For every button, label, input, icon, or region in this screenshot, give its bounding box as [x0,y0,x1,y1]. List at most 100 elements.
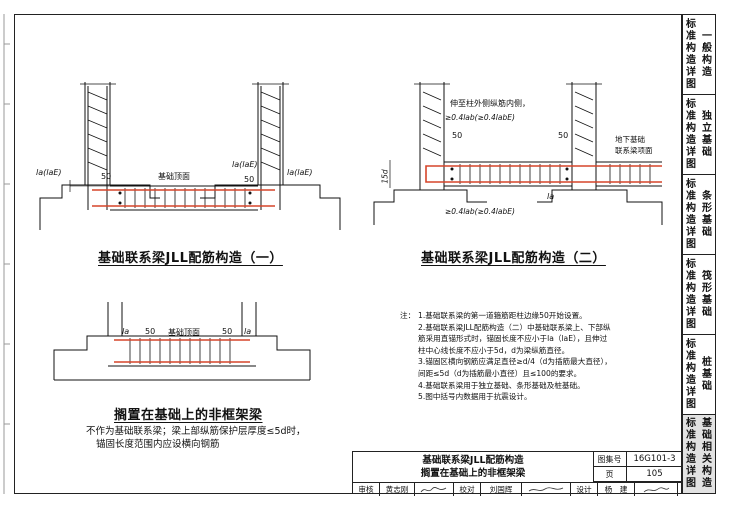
signature-row: 审核 黄志刚 校对 刘国辉 设计 杨 建 [353,482,683,496]
tab-left-text: 标准构造详图 [683,415,699,493]
tab-char: 构 [686,42,696,54]
detail-two-caption: 基础联系梁JLL配筋构造（二） [421,251,606,266]
tab-char: 构 [702,466,712,477]
tab-char: 标 [686,178,696,190]
tab-left-text: 标准构造详图 [683,95,699,174]
d2-label-50-left: 50 [452,131,463,140]
detail-three-caption: 搁置在基础上的非框架梁 [114,408,263,423]
tab-char: 准 [686,350,696,362]
tab-right-text: 条形基础 [699,175,715,254]
tab-char: 造 [686,214,696,226]
tab-char: 造 [702,66,712,78]
tab-general-construction[interactable]: 标准构造详图 一般构造 [683,15,715,95]
notes-heading: 注： [400,311,416,320]
design-label: 设计 [571,483,598,496]
d3-label-50-left: 50 [145,327,156,336]
tab-char: 图 [686,318,696,330]
tab-char: 图 [686,158,696,170]
detail-one-caption: 基础联系梁JLL配筋构造（一） [98,251,283,266]
tab-char: 造 [702,478,712,489]
notes-list: 1.基础联系梁的第一道箍筋距柱边缘50开始设置。 2.基础联系梁JLL配筋构造（… [400,310,670,403]
d3-label-50-right: 50 [222,327,233,336]
title-block: 基础联系梁JLL配筋构造 搁置在基础上的非框架梁 图集号 16G101-3 页 … [352,451,683,496]
detail-three-note-2: 锚固长度范围内应设横向钢筋 [96,439,220,450]
design-name: 杨 建 [598,483,635,496]
tab-left-text: 标准构造详图 [683,15,699,94]
tab-char: 关 [702,454,712,465]
tab-char: 构 [686,202,696,214]
d3-label-la-right: la [244,327,252,336]
tab-char: 础 [702,306,712,318]
d2-label-ge04-bottom: ≥0.4lab(≥0.4labE) [445,207,515,216]
tab-char: 图 [686,398,696,410]
d1-label-la-right2: la(laE) [287,168,313,177]
check-name: 刘国辉 [481,483,522,496]
review-name: 黄志刚 [380,483,415,496]
tab-char: 一 [702,30,712,42]
tab-char: 详 [686,66,696,78]
note-item: 2.基础联系梁JLL配筋构造（二）中基础联系梁上、下部纵 筋采用直锚形式时，锚固… [418,322,611,355]
tab-char: 标 [686,418,696,429]
check-signature [522,483,571,496]
tab-right-text: 筏形基础 [699,255,715,334]
tab-char: 构 [686,122,696,134]
title-block-title: 基础联系梁JLL配筋构造 搁置在基础上的非框架梁 [353,452,594,482]
page-number: 105 [627,467,683,482]
tab-char: 准 [686,110,696,122]
note-item: 3.锚固区横向钢筋应满足直径≥d/4（d为插筋最大直径）， 间距≤5d（d为插筋… [418,357,612,378]
tab-char: 准 [686,190,696,202]
tab-char: 础 [702,380,712,392]
tab-left-text: 标准构造详图 [683,255,699,334]
tab-char: 详 [686,466,696,477]
tab-foundation-related[interactable]: 标准构造详图 基础相关构造 [683,415,715,493]
d1-label-50-right: 50 [244,175,255,184]
tab-char: 准 [686,270,696,282]
title-line-1: 基础联系梁JLL配筋构造 [422,455,524,466]
tab-char: 桩 [702,356,712,368]
tab-right-text: 桩基础 [699,335,715,414]
tab-char: 造 [686,54,696,66]
tab-char: 础 [702,146,712,158]
tab-char: 构 [686,362,696,374]
tab-char: 基 [702,418,712,429]
check-label: 校对 [454,483,481,496]
d2-label-15d: 15d [380,169,390,184]
general-notes: 注： 1.基础联系梁的第一道箍筋距柱边缘50开始设置。 2.基础联系梁JLL配筋… [400,310,670,403]
tab-left-text: 标准构造详图 [683,175,699,254]
tab-char: 相 [702,442,712,453]
tab-left-text: 标准构造详图 [683,335,699,414]
tab-char: 图 [686,478,696,489]
d2-label-50-right: 50 [558,131,569,140]
d3-label-la-left: la [122,327,130,336]
page-label: 页 [593,467,627,482]
d2-label-la: la [547,192,555,201]
tab-char: 基 [702,134,712,146]
d2-label-underground-1: 地下基础 [615,135,645,144]
tab-char: 构 [686,282,696,294]
note-item: 1.基础联系梁的第一道箍筋距柱边缘50开始设置。 [418,311,587,320]
detail-three-note-1: 不作为基础联系梁；梁上部纵筋保护层厚度≤5d时， [86,426,306,437]
tab-char: 图 [686,78,696,90]
tab-strip-foundation[interactable]: 标准构造详图 条形基础 [683,175,715,255]
note-item: 5.图中括号内数据用于抗震设计。 [418,392,532,402]
tab-char: 标 [686,258,696,270]
tab-char: 详 [686,146,696,158]
tab-char: 造 [686,294,696,306]
tab-char: 造 [686,454,696,465]
d1-label-la-left: la(laE) [36,168,62,177]
tab-char: 基 [702,294,712,306]
d1-label-50-left: 50 [101,172,112,181]
tab-char: 构 [686,442,696,453]
tab-char: 基 [702,214,712,226]
title-line-2: 搁置在基础上的非框架梁 [420,468,526,479]
tab-char: 筏 [702,270,712,282]
tab-char: 详 [686,386,696,398]
d2-label-underground-2: 联系梁项面 [615,146,653,155]
tab-char: 立 [702,122,712,134]
tab-independent-foundation[interactable]: 标准构造详图 独立基础 [683,95,715,175]
tab-pile-foundation[interactable]: 标准构造详图 桩基础 [683,335,715,415]
tab-char: 详 [686,306,696,318]
tab-char: 般 [702,42,712,54]
tab-raft-foundation[interactable]: 标准构造详图 筏形基础 [683,255,715,335]
